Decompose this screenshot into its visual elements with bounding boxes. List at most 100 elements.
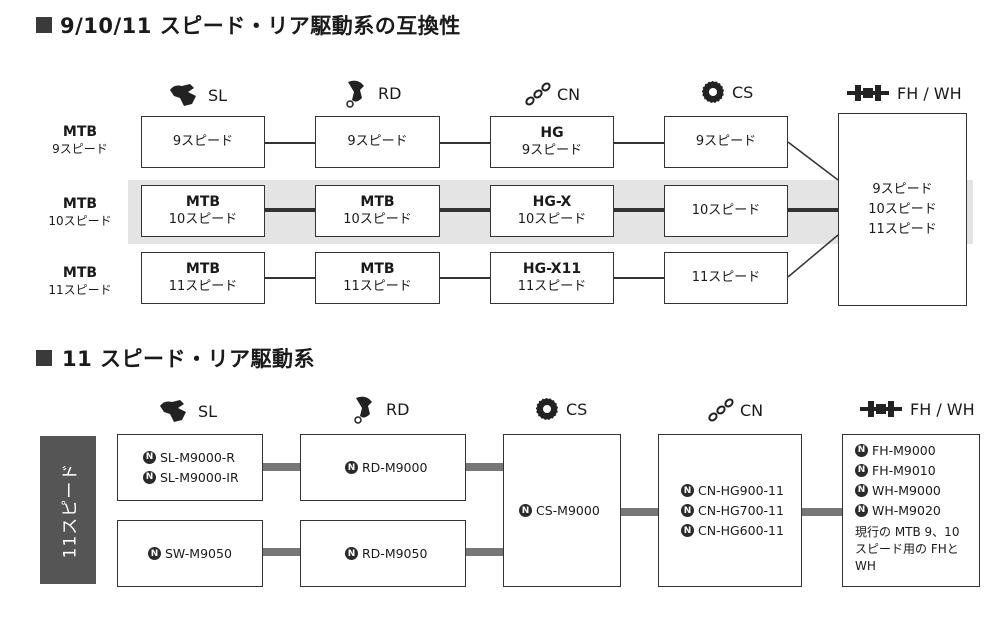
col-header-label: CS [566, 399, 588, 419]
new-badge-icon: N [855, 483, 868, 497]
col-header-cn: CN [525, 82, 580, 106]
new-badge-icon: N [681, 524, 694, 537]
diagonal-connectors [788, 141, 839, 278]
cell-fh-wh: 9スピード 10スピード 11スピード [838, 113, 967, 306]
connector-line [614, 208, 664, 212]
section1-title: 9/10/11 スピード・リア駆動系の互換性 [60, 14, 461, 38]
hub-icon [847, 85, 889, 101]
cell-cs-10: 10スピード [664, 185, 788, 237]
col-header-label: FH / WH [897, 83, 962, 103]
new-badge-icon: N [519, 504, 532, 517]
col-header-fh: FH / WH [858, 398, 975, 420]
connector-line [466, 463, 503, 471]
new-badge-icon: N [345, 461, 358, 474]
cell-cs-11: 11スピード [664, 252, 788, 304]
connector-line [265, 142, 315, 144]
hub-icon [860, 401, 902, 417]
col-header-cs: CS [534, 396, 587, 422]
cassette-icon [535, 397, 559, 421]
connector-line [263, 548, 300, 556]
connector-line [265, 208, 315, 212]
col-header-cn: CN [708, 398, 763, 422]
col-header-rd: RD [350, 394, 409, 424]
fh-note: 現行の MTB 9、10 スピード用の FHと WH [855, 525, 960, 573]
cell-sl-9: 9スピード [141, 116, 265, 168]
col-header-cs: CS [700, 79, 753, 105]
col-header-label: CS [732, 82, 754, 102]
cell-rd-9: 9スピード [315, 116, 440, 168]
connector-line [788, 141, 839, 181]
col-header-sl: SL [168, 82, 227, 108]
new-badge-icon: N [855, 463, 868, 477]
connector-line [440, 142, 490, 144]
col-header-label: SL [198, 401, 218, 421]
col-header-label: RD [386, 399, 410, 419]
new-badge-icon: N [681, 504, 694, 517]
new-badge-icon: N [345, 547, 358, 560]
shifter-icon [160, 400, 186, 422]
section-marker [36, 350, 52, 366]
derailleur-icon [354, 396, 372, 424]
connector-line [440, 208, 490, 212]
connector-line [440, 277, 490, 279]
connector-line [802, 508, 842, 516]
connector-line [621, 508, 658, 516]
new-badge-icon: N [681, 484, 694, 497]
chain-icon [708, 398, 734, 422]
new-badge-icon: N [143, 450, 156, 464]
col-header-label: FH / WH [910, 399, 975, 419]
col-header-rd: RD [342, 78, 401, 108]
shifter-icon [170, 84, 196, 106]
section-marker [36, 17, 52, 33]
new-badge-icon: N [855, 503, 868, 517]
col-header-label: RD [378, 83, 402, 103]
connector-line [466, 548, 503, 556]
side-label-11-speed: 11スピード [40, 436, 96, 584]
section2-title: 11 スピード・リア駆動系 [62, 347, 316, 371]
cassette-icon [701, 80, 725, 104]
new-badge-icon: N [855, 443, 868, 457]
connector-line [614, 277, 664, 279]
derailleur-icon [346, 80, 364, 108]
col-header-label: CN [740, 400, 764, 420]
connector-line [788, 234, 839, 278]
col-header-label: CN [557, 84, 581, 104]
new-badge-icon: N [143, 470, 156, 484]
col-header-sl: SL [158, 398, 217, 424]
connector-line [614, 142, 664, 144]
connector-line [788, 208, 838, 212]
connector-line [263, 463, 300, 471]
connector-line [265, 277, 315, 279]
col-header-label: SL [208, 85, 228, 105]
